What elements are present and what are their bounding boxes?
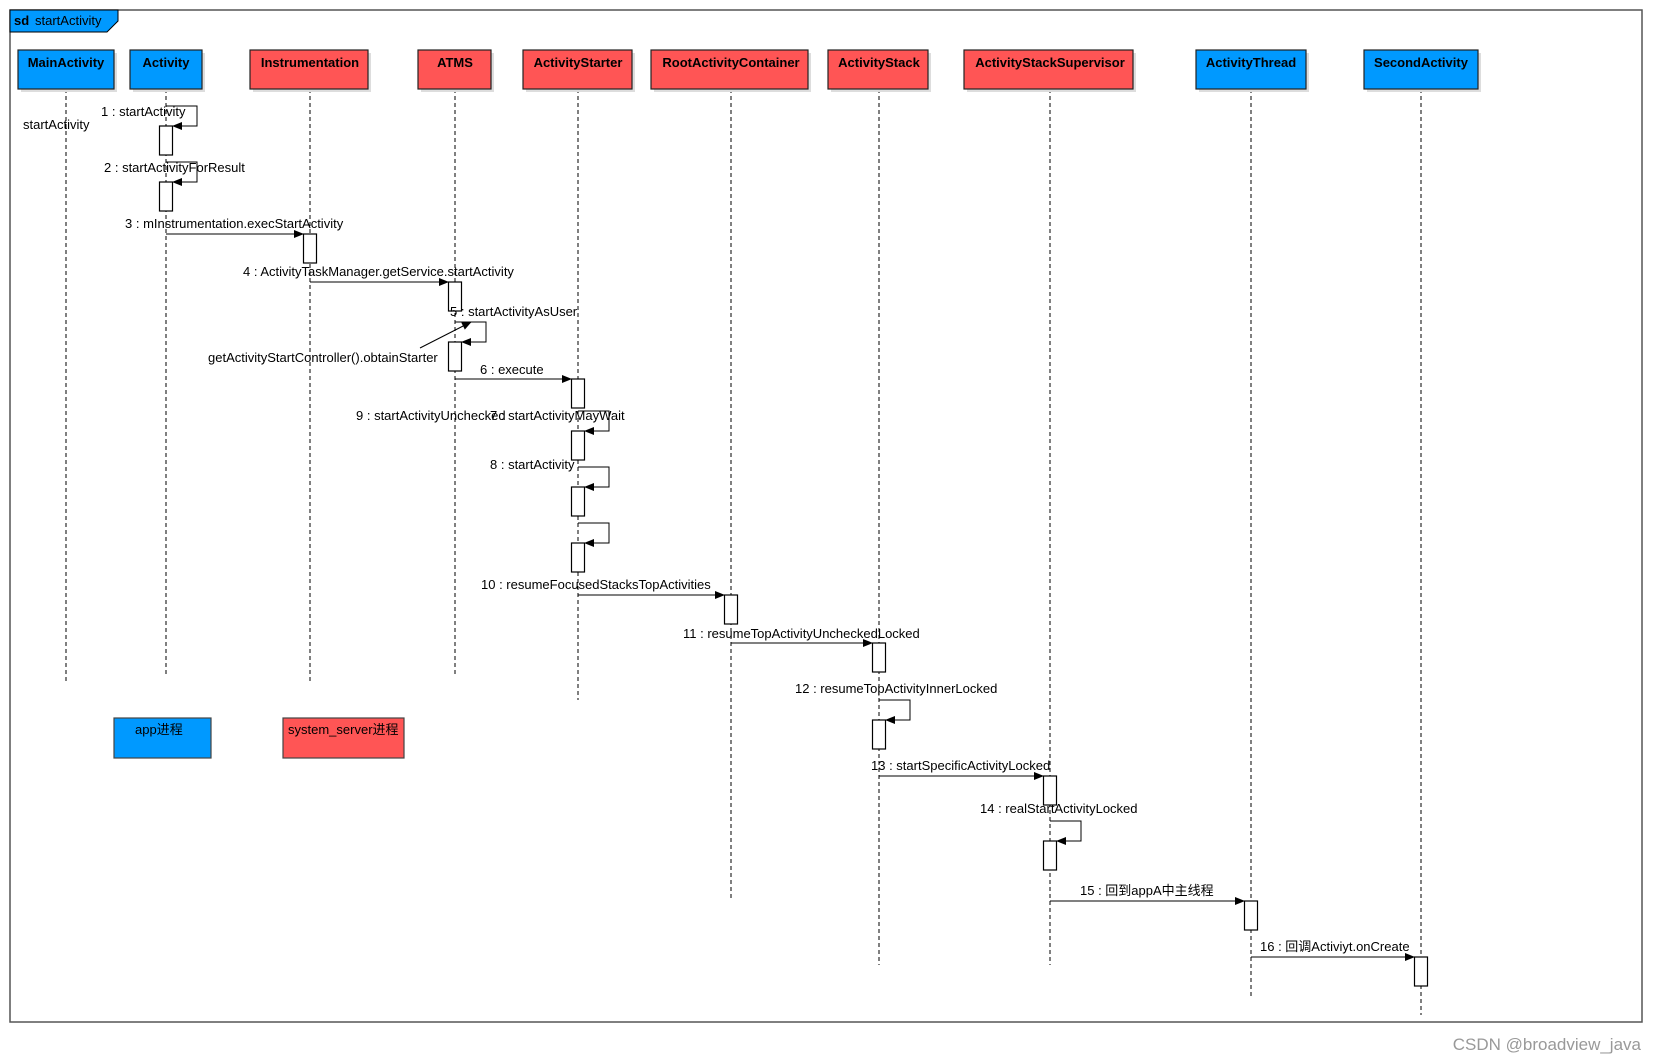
participant-box-supervisor [963, 49, 1134, 90]
participant-label-instr: Instrumentation [261, 55, 359, 70]
message-label: 15 : 回到appA中主线程 [1080, 883, 1214, 898]
frame-keyword: sd [14, 13, 29, 28]
participant-label-main: MainActivity [28, 55, 105, 70]
participant-box-atms [417, 49, 492, 90]
participant-label-supervisor: ActivityStackSupervisor [975, 55, 1125, 70]
participant-label-second: SecondActivity [1374, 55, 1469, 70]
participant-box-second [1363, 49, 1479, 90]
legend-system-box [282, 717, 405, 759]
activation-bar [447, 341, 463, 372]
frame-name: startActivity [35, 13, 102, 28]
message-label: 4 : ActivityTaskManager.getService.start… [243, 264, 514, 279]
participant-box-activity [129, 49, 203, 90]
diagram-frame [9, 9, 1643, 1023]
participant-box-main [17, 49, 115, 90]
activation-bar [1243, 900, 1259, 931]
activation-bar [302, 233, 318, 264]
self-message-arrow [1050, 820, 1082, 845]
self-message-arrow [578, 410, 610, 435]
obtain-starter-pointer [419, 321, 472, 349]
self-message-arrow [578, 466, 610, 491]
message-label: 6 : execute [480, 362, 544, 377]
activation-bar [1413, 956, 1429, 987]
activation-bar [158, 125, 174, 156]
obtain-starter-label: getActivityStartController().obtainStart… [208, 350, 438, 365]
participant-label-rac: RootActivityContainer [662, 55, 799, 70]
participant-label-activity: Activity [143, 55, 191, 70]
participant-box-rac [650, 49, 809, 90]
activation-bar [723, 594, 739, 625]
self-message-arrow [166, 161, 198, 186]
message-label: 5 : startActivityAsUser [450, 304, 578, 319]
self-message-arrow [879, 699, 911, 724]
message-label: 2 : startActivityForResult [104, 160, 245, 175]
watermark: CSDN @broadview_java [1453, 1035, 1642, 1054]
message-label: 10 : resumeFocusedStacksTopActivities [481, 577, 711, 592]
activation-bar [570, 378, 586, 409]
message-label: 7 : startActivityMayWait [490, 408, 625, 423]
participant-label-starter: ActivityStarter [534, 55, 623, 70]
message-label: 1 : startActivity [101, 104, 186, 119]
activation-bar [1042, 775, 1058, 806]
message-label: 8 : startActivity [490, 457, 575, 472]
activation-bar [871, 719, 887, 750]
participant-label-thread: ActivityThread [1206, 55, 1296, 70]
activation-bar [158, 181, 174, 212]
legend-app-label: app进程 [135, 722, 183, 737]
self-message-arrow [455, 321, 487, 346]
participant-box-thread [1195, 49, 1307, 90]
message-label: 13 : startSpecificActivityLocked [871, 758, 1050, 773]
message-label: 3 : mInstrumentation.execStartActivity [125, 216, 344, 231]
activation-bar [570, 542, 586, 573]
activation-bar [447, 281, 463, 312]
message-label: 9 : startActivityUnchecked [356, 408, 506, 423]
legend-system-label: system_server进程 [288, 722, 399, 737]
activation-bar [871, 642, 887, 673]
message-label: 12 : resumeTopActivityInnerLocked [795, 681, 997, 696]
participant-box-starter [522, 49, 633, 90]
participant-label-stack: ActivityStack [838, 55, 920, 70]
message-label: 16 : 回调Activiyt.onCreate [1260, 939, 1410, 954]
participant-box-instr [249, 49, 369, 90]
activation-bar [1042, 840, 1058, 871]
self-message-arrow [166, 105, 198, 130]
participant-box-stack [827, 49, 929, 90]
message-label: 11 : resumeTopActivityUncheckedLocked [683, 626, 920, 641]
legend-app-box [113, 717, 212, 759]
activation-bar [570, 486, 586, 517]
frame-tag [9, 9, 119, 33]
activation-bar [570, 430, 586, 461]
message-label: 14 : realStartActivityLocked [980, 801, 1138, 816]
start-label: startActivity [23, 117, 90, 132]
self-message-arrow [578, 522, 610, 547]
participant-label-atms: ATMS [437, 55, 473, 70]
